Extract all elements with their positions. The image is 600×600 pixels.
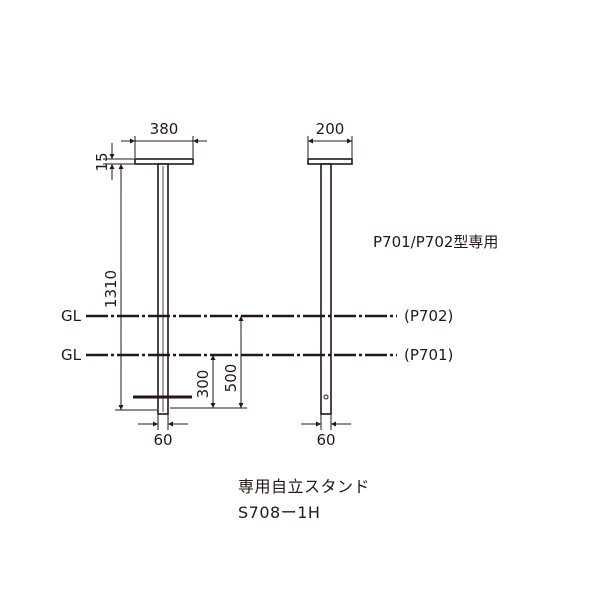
pole-height-dimension: [115, 164, 157, 411]
pole-height-label: 1310: [102, 270, 120, 308]
front-pole-width-label: 60: [153, 431, 172, 449]
caption-title: 専用自立スタンド: [238, 477, 371, 496]
front-width-dimension: [121, 136, 207, 158]
front-width-label: 380: [150, 120, 179, 138]
side-width-dimension: [307, 136, 353, 158]
ground-line-label: GL: [61, 346, 82, 364]
side-pole-width-label: 60: [316, 431, 335, 449]
side-pole-hole: [323, 394, 329, 400]
front-view: [133, 158, 194, 415]
caption-code: S708ー1H: [238, 503, 321, 522]
side-pole: [320, 163, 332, 415]
side-view: [307, 158, 353, 415]
ground-line-model: (P701): [404, 346, 453, 364]
plate-thickness-label: 15: [93, 152, 111, 171]
side-width-label: 200: [316, 120, 345, 138]
ground-line-label: GL: [61, 307, 82, 325]
ground-line-p701: GL (P701): [61, 346, 453, 364]
embed-depth-p701-label: 300: [194, 370, 212, 399]
embed-depth-p702-label: 500: [222, 364, 240, 393]
embed-depth-p701-dimension: [170, 355, 219, 409]
ground-line-model: (P702): [404, 307, 453, 325]
embed-depth-p702-dimension: [219, 316, 247, 409]
model-note: P701/P702型専用: [373, 233, 498, 251]
front-pole-width-dimension: [138, 414, 188, 430]
ground-line-p702: GL (P702): [61, 307, 453, 325]
side-pole-width-dimension: [301, 414, 351, 430]
